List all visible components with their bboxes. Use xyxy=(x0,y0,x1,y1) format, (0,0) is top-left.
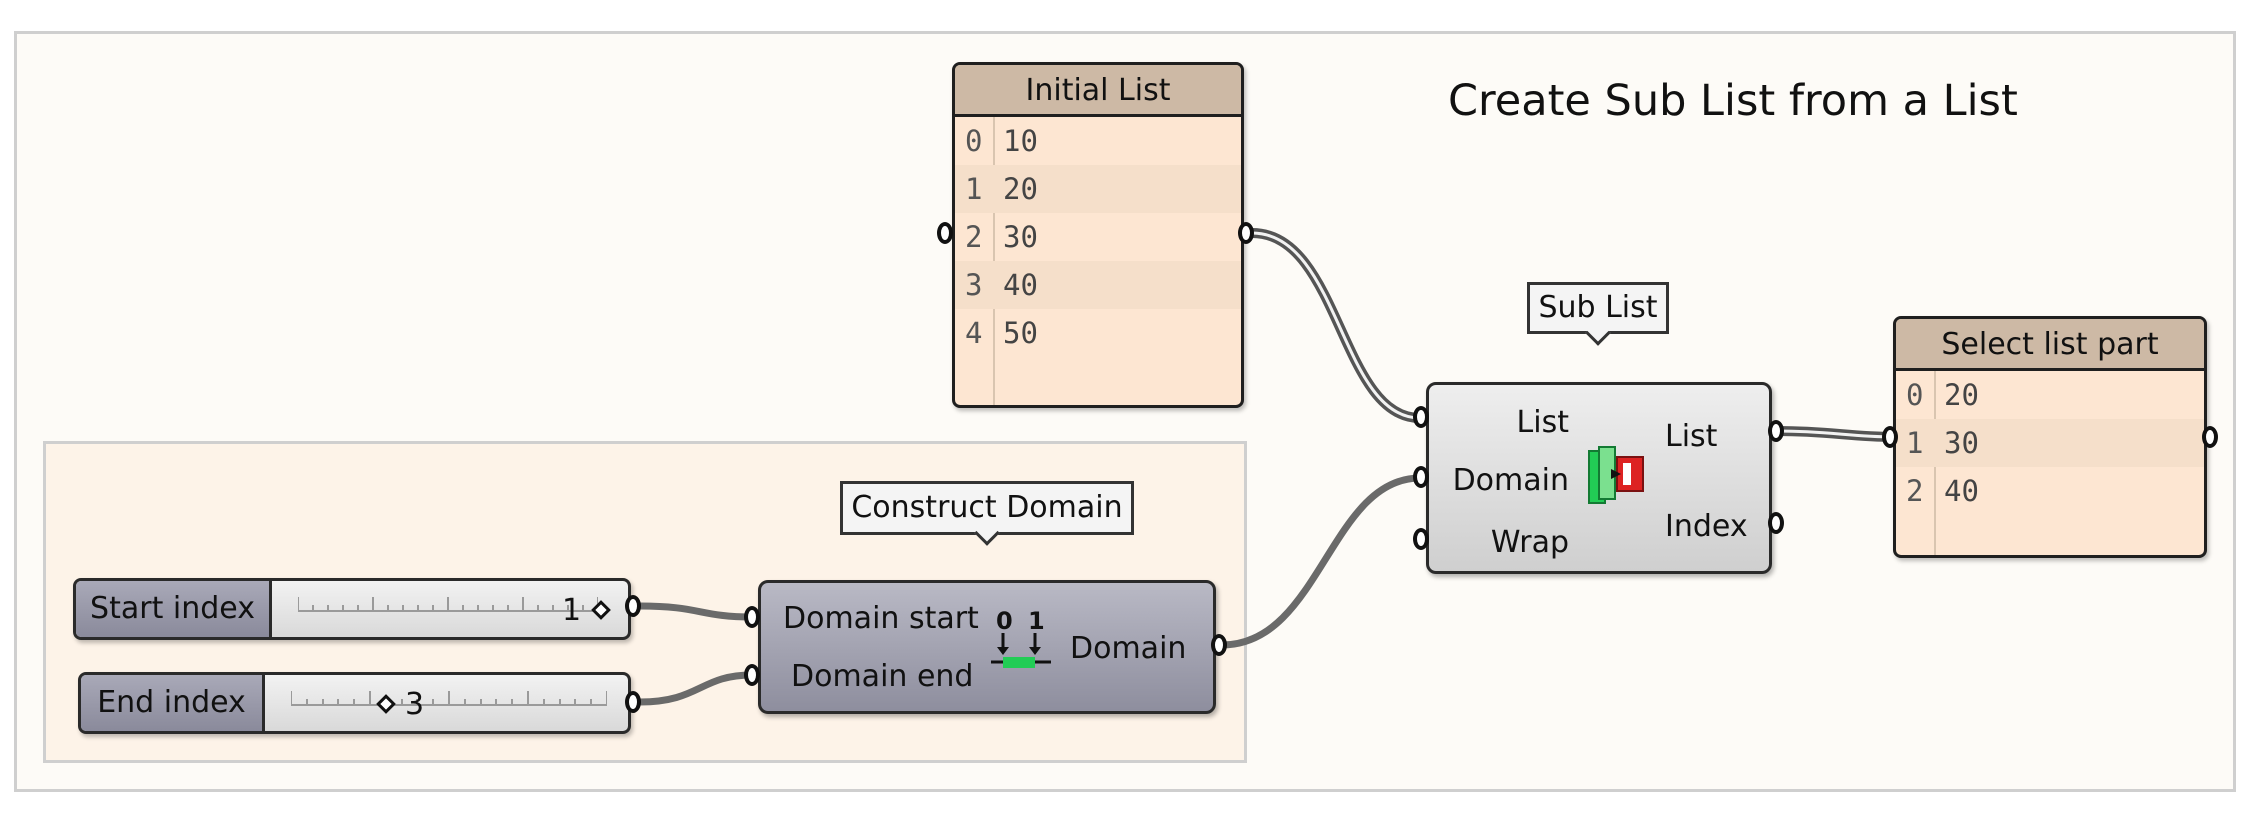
initial-list-input-port[interactable] xyxy=(937,222,953,244)
list-item: 3 40 xyxy=(955,261,1241,309)
start-index-label: Start index xyxy=(76,581,272,637)
row-index: 0 xyxy=(1906,378,1924,412)
sub-list-input-list: List xyxy=(1516,405,1569,440)
list-item: 0 10 xyxy=(955,117,1241,165)
list-item: 2 30 xyxy=(955,213,1241,261)
sub-list-output-list: List xyxy=(1665,419,1718,454)
sub-list-list-output-port[interactable] xyxy=(1768,420,1784,442)
select-list-header: Select list part xyxy=(1896,319,2204,371)
select-list-panel[interactable]: Select list part 0 20 1 30 2 40 xyxy=(1893,316,2207,558)
row-index: 2 xyxy=(1906,474,1924,508)
select-list-input-port[interactable] xyxy=(1882,426,1898,448)
end-index-output-port[interactable] xyxy=(625,691,641,713)
list-item: 2 40 xyxy=(1896,467,2204,515)
construct-domain-component[interactable]: Domain start Domain end Domain 0 1 xyxy=(758,580,1216,714)
row-index: 1 xyxy=(1906,426,1924,460)
construct-domain-output-port[interactable] xyxy=(1211,634,1227,656)
list-item: 1 30 xyxy=(1896,419,2204,467)
sub-list-output-index: Index xyxy=(1665,509,1748,544)
row-index: 2 xyxy=(965,220,983,254)
initial-list-header: Initial List xyxy=(955,65,1241,117)
start-index-output-port[interactable] xyxy=(625,595,641,617)
end-index-track xyxy=(291,691,607,706)
domain-end-input: Domain end xyxy=(791,659,974,694)
start-index-value: 1 xyxy=(562,593,582,628)
sub-list-icon xyxy=(1588,446,1644,504)
sub-list-list-port[interactable] xyxy=(1413,406,1429,428)
sub-list-input-wrap: Wrap xyxy=(1490,525,1569,560)
icon-label-start: 0 xyxy=(996,607,1013,635)
row-index: 4 xyxy=(965,316,983,350)
list-item: 0 20 xyxy=(1896,371,2204,419)
domain-start-port[interactable] xyxy=(744,606,760,628)
icon-label-end: 1 xyxy=(1028,607,1045,635)
start-index-slider[interactable]: Start index 1 xyxy=(73,578,631,640)
construct-domain-icon: 0 1 xyxy=(991,607,1051,668)
sub-list-index-output-port[interactable] xyxy=(1768,512,1784,534)
row-value: 50 xyxy=(1003,316,1038,350)
sub-list-domain-port[interactable] xyxy=(1413,466,1429,488)
row-value: 30 xyxy=(1944,426,1979,460)
row-index: 0 xyxy=(965,124,983,158)
end-index-slider[interactable]: End index 3 xyxy=(78,672,631,734)
domain-start-input: Domain start xyxy=(783,601,979,636)
row-value: 40 xyxy=(1003,268,1038,302)
row-index: 3 xyxy=(965,268,983,302)
row-value: 30 xyxy=(1003,220,1038,254)
domain-output: Domain xyxy=(1070,631,1187,666)
start-index-track xyxy=(298,597,598,612)
row-index: 1 xyxy=(965,172,983,206)
domain-end-port[interactable] xyxy=(744,664,760,686)
initial-list-panel[interactable]: Initial List 0 10 1 20 2 30 3 40 4 50 xyxy=(952,62,1244,408)
end-index-label: End index xyxy=(81,675,265,731)
row-value: 20 xyxy=(1944,378,1979,412)
select-list-output-port[interactable] xyxy=(2202,426,2218,448)
end-index-value: 3 xyxy=(405,687,425,722)
list-item: 1 20 xyxy=(955,165,1241,213)
row-value: 20 xyxy=(1003,172,1038,206)
list-item: 4 50 xyxy=(955,309,1241,357)
sub-list-wrap-port[interactable] xyxy=(1413,528,1429,550)
row-value: 40 xyxy=(1944,474,1979,508)
sub-list-input-domain: Domain xyxy=(1452,463,1569,498)
diagram-title: Create Sub List from a List xyxy=(1448,76,2018,126)
row-value: 10 xyxy=(1003,124,1038,158)
sub-list-component[interactable]: List Domain Wrap List Index xyxy=(1426,382,1772,574)
initial-list-output-port[interactable] xyxy=(1238,222,1254,244)
